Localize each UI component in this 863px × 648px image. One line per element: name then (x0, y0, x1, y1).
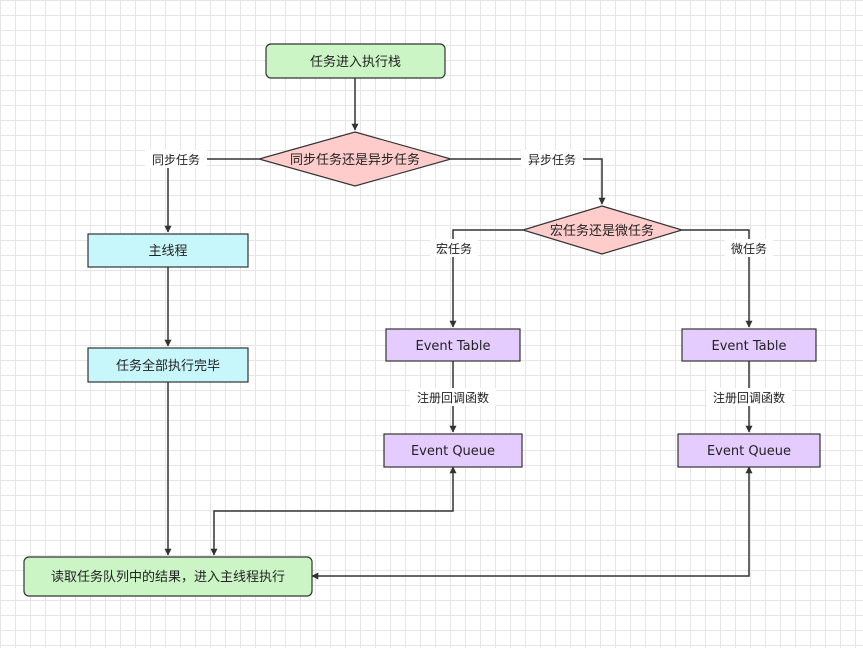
node-start-label: 任务进入执行栈 (310, 54, 401, 70)
edge-label-macro: 宏任务 (436, 241, 472, 256)
node-main-done-label: 任务全部执行完毕 (116, 358, 220, 374)
edge-label-async: 异步任务 (528, 152, 576, 167)
edge-labels: 同步任务 异步任务 宏任务 微任务 注册回调函数 注册回调函数 (145, 150, 792, 406)
node-main-thread: 主线程 (87, 233, 249, 268)
edge-macro-to-event-table (449, 229, 523, 328)
edge-read-queue-to-macro-queue (210, 466, 457, 556)
edge-label-macro-bg (430, 239, 478, 257)
node-decision-macro-label: 宏任务还是微任务 (550, 223, 654, 239)
edge-label-register-micro-bg (706, 388, 792, 406)
edge-micro-to-event-table (682, 229, 753, 328)
edge-label-register-micro: 注册回调函数 (713, 390, 785, 405)
node-micro-event-table-label: Event Table (712, 339, 787, 354)
node-start: 任务进入执行栈 (265, 43, 446, 79)
edge-async-to-macro-decision (451, 158, 606, 205)
node-decision-sync-label: 同步任务还是异步任务 (290, 152, 420, 168)
node-read-queue: 读取任务队列中的结果，进入主线程执行 (23, 556, 313, 597)
node-main-done: 任务全部执行完毕 (87, 347, 249, 383)
edge-label-micro-bg (725, 239, 773, 257)
node-micro-event-table: Event Table (681, 328, 817, 362)
edge-label-register-macro-bg (410, 388, 496, 406)
edges (164, 78, 753, 580)
node-macro-event-queue-label: Event Queue (411, 444, 495, 459)
node-read-queue-label: 读取任务队列中的结果，进入主线程执行 (51, 569, 285, 585)
edge-label-micro: 微任务 (731, 241, 767, 256)
node-macro-event-table-label: Event Table (416, 339, 491, 354)
edge-label-register-macro: 注册回调函数 (417, 390, 489, 405)
edge-label-async-bg (521, 150, 583, 168)
node-decision-macro: 宏任务还是微任务 (520, 205, 685, 255)
node-micro-event-queue-label: Event Queue (707, 444, 791, 459)
node-macro-event-queue: Event Queue (383, 433, 523, 468)
node-decision-sync: 同步任务还是异步任务 (256, 131, 454, 187)
node-micro-event-queue: Event Queue (677, 433, 821, 468)
node-main-thread-label: 主线程 (148, 244, 187, 259)
edge-label-sync: 同步任务 (152, 152, 200, 167)
edge-micro-queue-to-read-queue (311, 466, 753, 580)
node-macro-event-table: Event Table (385, 328, 521, 362)
edge-label-sync-bg (145, 150, 207, 168)
edge-sync-to-main-thread (164, 158, 259, 233)
